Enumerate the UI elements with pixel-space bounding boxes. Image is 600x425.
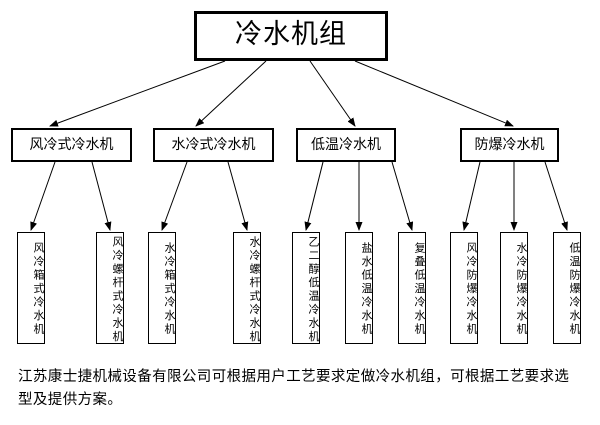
footer-note: 江苏康士捷机械设备有限公司可根据用户工艺要求定做冷水机组，可根据工艺要求选型及提… [18,369,570,409]
node-label: 盐水低温冷水机 [360,242,373,337]
connector-arrow-cat4-to-leaf10 [544,161,568,231]
category-node-1[interactable]: 风冷式冷水机 [11,128,132,162]
root-node-chiller-unit[interactable]: 冷水机组 [194,11,388,61]
node-label: 防爆冷水机 [474,136,545,153]
leaf-node-1[interactable]: 风冷箱式冷水机 [17,232,45,344]
node-label: 水冷防爆冷水机 [515,242,528,337]
leaf-node-3[interactable]: 水冷箱式冷水机 [148,232,176,344]
category-node-2[interactable]: 水冷式冷水机 [153,128,274,162]
node-label: 风冷式冷水机 [29,136,114,153]
connector-arrow-root-to-cat2 [195,60,267,127]
node-label: 冷水机组 [235,18,347,50]
node-label: 水冷螺杆式冷水机 [248,235,261,344]
node-label: 水冷箱式冷水机 [163,242,176,337]
leaf-node-8[interactable]: 风冷防爆冷水机 [450,232,478,344]
node-label: 风冷防爆冷水机 [465,242,478,337]
connector-arrow-cat2-to-leaf4 [227,161,249,231]
connector-arrow-cat3-to-leaf7 [391,161,414,231]
node-label: 风冷箱式冷水机 [32,242,45,337]
connector-arrow-root-to-cat4 [354,60,514,127]
node-label: 复叠低温冷水机 [413,242,426,337]
node-label: 水冷式冷水机 [171,136,256,153]
connector-arrow-root-to-cat3 [309,60,356,127]
node-label: 乙二醇低温冷水机 [307,235,320,344]
leaf-node-10[interactable]: 低温防爆冷水机 [553,232,581,344]
connector-arrow-cat1-to-leaf2 [91,161,112,231]
leaf-node-4[interactable]: 水冷螺杆式冷水机 [233,232,261,344]
connector-arrow-cat1-to-leaf1 [30,161,56,231]
leaf-node-9[interactable]: 水冷防爆冷水机 [500,232,528,344]
node-label: 低温冷水机 [311,136,381,153]
leaf-node-7[interactable]: 复叠低温冷水机 [398,232,426,344]
leaf-node-5[interactable]: 乙二醇低温冷水机 [292,232,320,344]
connector-arrow-cat4-to-leaf8 [462,161,481,231]
leaf-node-2[interactable]: 风冷螺杆式冷水机 [96,232,124,344]
node-label: 风冷螺杆式冷水机 [111,235,124,344]
category-node-4[interactable]: 防爆冷水机 [460,128,559,162]
category-node-3[interactable]: 低温冷水机 [296,128,396,162]
node-label: 低温防爆冷水机 [568,242,581,337]
connector-arrow-root-to-cat1 [49,60,226,127]
connector-arrow-cat2-to-leaf3 [161,161,188,231]
leaf-node-6[interactable]: 盐水低温冷水机 [345,232,373,344]
connector-arrow-cat3-to-leaf5 [304,161,324,231]
